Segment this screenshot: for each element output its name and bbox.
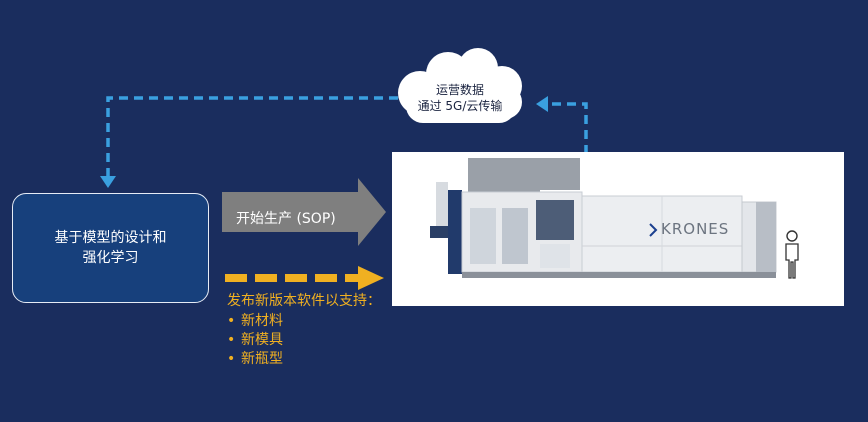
data-flow-line-to-cloud (548, 102, 588, 184)
model-design-box: 基于模型的设计和 强化学习 (12, 193, 209, 303)
krones-logo-text: KRONES (661, 220, 730, 238)
data-flow-line-to-model (106, 96, 398, 176)
cloud-label-line-2: 通过 5G/云传输 (417, 99, 503, 113)
release-arrow (225, 266, 384, 290)
model-design-line-2: 强化学习 (82, 250, 139, 266)
machine-image (392, 152, 844, 306)
release-note-item: 新瓶型 (227, 350, 381, 369)
cloud-icon (398, 48, 522, 123)
release-note-item: 新模具 (227, 331, 381, 350)
data-flow-arrowhead-down (100, 176, 116, 188)
cloud-label-line-1: 运营数据 (435, 83, 484, 97)
sop-arrow-label: 开始生产 (SOP) (236, 211, 336, 227)
release-notes-title: 发布新版本软件以支持： (227, 293, 381, 309)
cloud-label: 运营数据 通过 5G/云传输 (400, 82, 520, 114)
release-notes-list: 新材料 新模具 新瓶型 (227, 312, 381, 369)
sop-arrow (222, 178, 386, 246)
data-flow-arrowhead-left (536, 96, 548, 112)
person-icon (785, 230, 799, 279)
model-design-line-1: 基于模型的设计和 (54, 230, 167, 246)
release-notes: 发布新版本软件以支持： 新材料 新模具 新瓶型 (227, 292, 381, 369)
release-note-item: 新材料 (227, 312, 381, 331)
